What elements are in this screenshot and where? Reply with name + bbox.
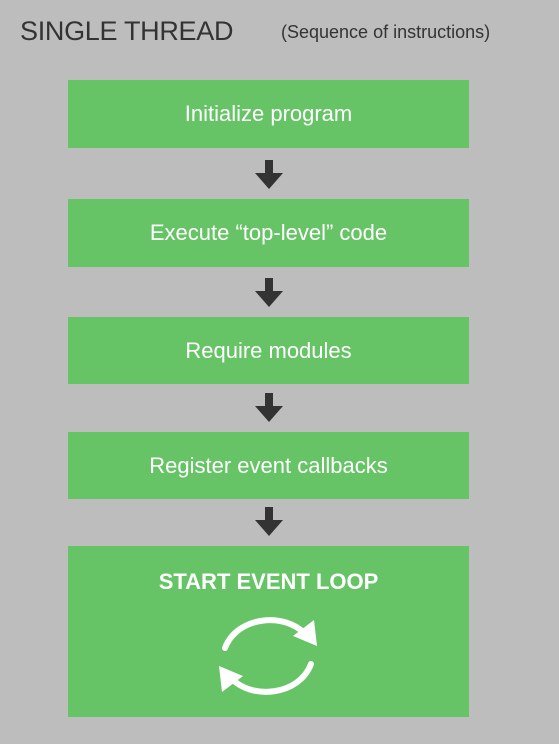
page-subtitle: (Sequence of instructions) (281, 22, 491, 42)
event-loop-label: START EVENT LOOP (158, 569, 379, 594)
header: SINGLE THREAD (Sequence of instructions) (20, 14, 540, 54)
event-loop-box: START EVENT LOOP (68, 546, 469, 717)
down-arrow-icon (255, 160, 283, 189)
step-require-modules: Require modules (68, 317, 469, 384)
step-register-event-callbacks: Register event callbacks (68, 432, 469, 499)
cycle-arrows-icon (219, 617, 317, 695)
page-title: SINGLE THREAD (20, 16, 234, 46)
step-initialize-program: Initialize program (68, 80, 469, 148)
step-execute-top-level-code: Execute “top-level” code (68, 199, 469, 267)
down-arrow-icon (255, 393, 283, 422)
down-arrow-icon (255, 507, 283, 536)
down-arrow-icon (255, 278, 283, 307)
